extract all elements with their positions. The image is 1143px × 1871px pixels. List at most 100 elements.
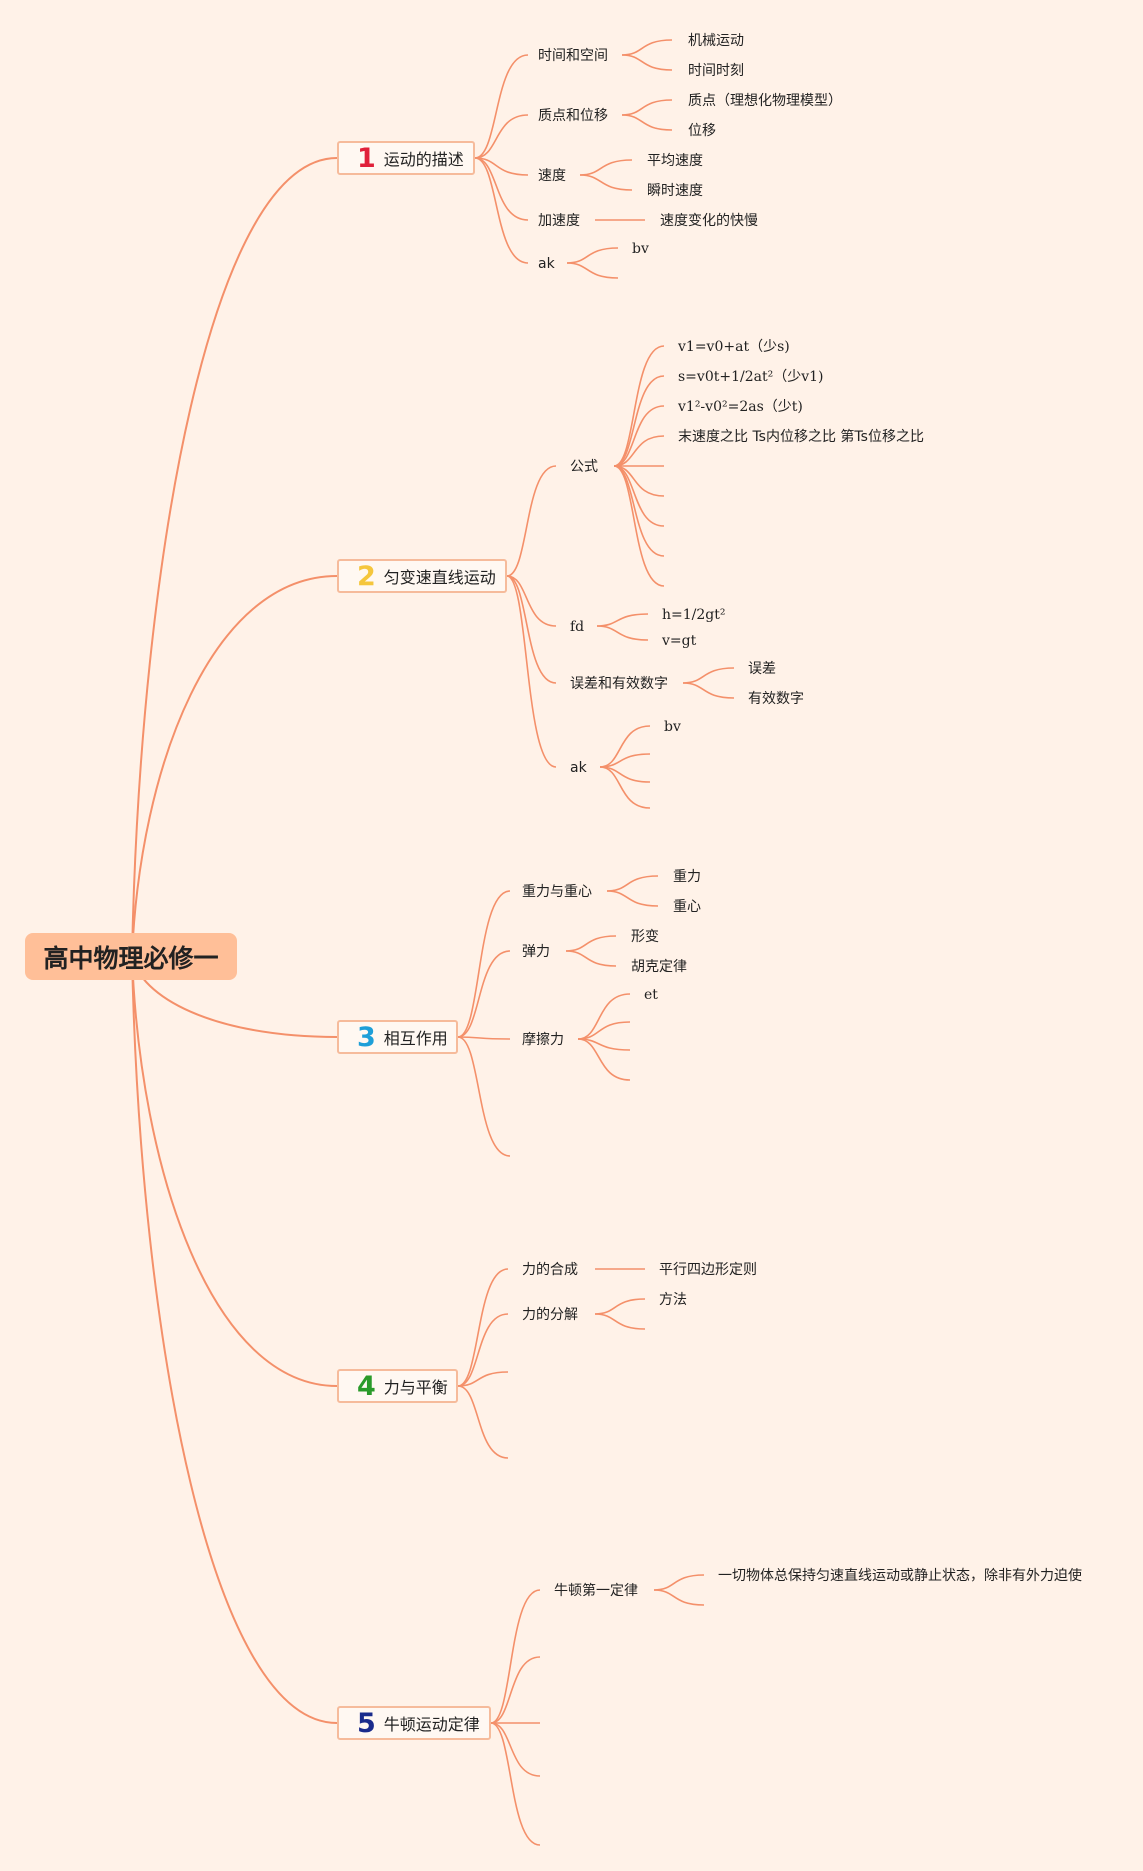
subtopic[interactable]: 公式 [570, 459, 598, 475]
leaf[interactable]: 方法 [659, 1292, 687, 1308]
topic-number: 3 [357, 1021, 376, 1053]
leaf[interactable]: 机械运动 [688, 33, 744, 49]
leaf-branch [613, 345, 665, 467]
leaf[interactable]: bv [632, 241, 649, 257]
leaf-branch [565, 950, 617, 967]
subtopic[interactable]: 质点和位移 [538, 108, 608, 124]
root-branch [131, 955, 338, 1387]
leaf[interactable]: 一切物体总保持匀速直线运动或静止状态，除非有外力迫使 [718, 1568, 1082, 1584]
subtopic[interactable]: ak [538, 256, 555, 272]
leaf[interactable]: v1=v0+at（少s) [678, 339, 790, 355]
topic-3[interactable]: 3 相互作用 [337, 1020, 458, 1054]
topic-number: 5 [357, 1707, 376, 1739]
root-node[interactable]: 高中物理必修一 [25, 933, 237, 980]
topic-branch [474, 54, 529, 159]
topic-branch [457, 1268, 509, 1387]
subtopic[interactable]: 重力与重心 [522, 884, 592, 900]
leaf[interactable]: bv [664, 719, 681, 735]
topic-branch [457, 1313, 509, 1387]
topic-branch [474, 157, 529, 264]
leaf[interactable]: 平行四边形定则 [659, 1262, 757, 1278]
leaf-branch [653, 1574, 705, 1591]
leaf-branch [577, 993, 631, 1040]
topic-branch [457, 1036, 511, 1157]
topic-branch [490, 1656, 541, 1724]
topic-branch [474, 114, 529, 159]
leaf[interactable]: 重心 [673, 899, 701, 915]
topic-4[interactable]: 4 力与平衡 [337, 1369, 458, 1403]
subtopic[interactable]: 力的合成 [522, 1262, 578, 1278]
leaf[interactable]: 平均速度 [647, 153, 703, 169]
leaf-branch [613, 375, 665, 467]
leaf[interactable]: 速度变化的快慢 [660, 213, 758, 229]
leaf[interactable]: 位移 [688, 123, 716, 139]
topic-branch [457, 950, 511, 1038]
topic-branch [506, 575, 557, 627]
topic-branch [457, 1385, 509, 1459]
leaf-branch [621, 54, 673, 71]
subtopic[interactable]: ak [570, 760, 587, 776]
leaf-branch [621, 99, 673, 116]
leaf[interactable]: 末速度之比 Ts内位移之比 第Ts位移之比 [678, 429, 924, 445]
topic-2[interactable]: 2 匀变速直线运动 [337, 559, 507, 593]
leaf[interactable]: s=v0t+1/2at²（少v1) [678, 369, 824, 385]
subtopic[interactable]: 时间和空间 [538, 48, 608, 64]
leaf-branch [621, 39, 673, 56]
leaf-branch [606, 890, 659, 907]
topic-branch [506, 575, 557, 684]
leaf[interactable]: 瞬时速度 [647, 183, 703, 199]
leaf[interactable]: h=1/2gt² [662, 607, 726, 623]
leaf[interactable]: 胡克定律 [631, 959, 687, 975]
leaf-branch [577, 1038, 631, 1081]
subtopic[interactable]: 摩擦力 [522, 1032, 564, 1048]
leaf-branch [682, 667, 735, 684]
leaf-branch [596, 625, 649, 641]
leaf[interactable]: v1²-v0²=2as（少t) [678, 399, 803, 415]
leaf[interactable]: 误差 [748, 661, 776, 677]
root-branch [131, 955, 338, 1724]
subtopic[interactable]: 牛顿第一定律 [554, 1583, 638, 1599]
topic-label: 匀变速直线运动 [383, 568, 496, 587]
topic-1[interactable]: 1 运动的描述 [337, 141, 475, 175]
leaf-branch [599, 766, 651, 809]
root-branch [131, 575, 338, 957]
topic-branch [474, 157, 529, 176]
leaf[interactable]: et [644, 987, 658, 1003]
subtopic[interactable]: 误差和有效数字 [570, 676, 668, 692]
topic-label: 力与平衡 [383, 1378, 448, 1397]
topic-branch [457, 890, 511, 1038]
subtopic[interactable]: 力的分解 [522, 1307, 578, 1323]
leaf-branch [565, 935, 617, 952]
topic-branch [490, 1722, 541, 1777]
topic-branch [506, 575, 557, 768]
leaf-branch [579, 159, 633, 176]
topic-5[interactable]: 5 牛顿运动定律 [337, 1706, 491, 1740]
topic-label: 运动的描述 [383, 150, 464, 169]
subtopic[interactable]: fd [570, 619, 585, 635]
leaf-branch [653, 1589, 705, 1606]
subtopic[interactable]: 加速度 [538, 213, 580, 229]
leaf[interactable]: 质点（理想化物理模型） [688, 93, 842, 109]
leaf-branch [566, 262, 619, 279]
topic-branch [490, 1722, 541, 1846]
subtopic[interactable]: 弹力 [522, 944, 550, 960]
subtopic[interactable]: 速度 [538, 168, 566, 184]
leaf-branch [579, 174, 633, 191]
leaf-branch [566, 247, 619, 264]
topic-branch [490, 1589, 541, 1724]
leaf-branch [596, 613, 649, 627]
root-branch [131, 157, 338, 957]
leaf[interactable]: 时间时刻 [688, 63, 744, 79]
leaf[interactable]: 形变 [631, 929, 659, 945]
topic-number: 2 [357, 560, 376, 592]
leaf[interactable]: 重力 [673, 869, 701, 885]
leaf-branch [682, 682, 735, 699]
leaf-branch [606, 875, 659, 892]
leaf-branch [599, 725, 651, 768]
topic-branch [506, 465, 557, 577]
leaf[interactable]: 有效数字 [748, 691, 804, 707]
leaf-branch [594, 1298, 646, 1315]
leaf[interactable]: v=gt [662, 633, 697, 649]
